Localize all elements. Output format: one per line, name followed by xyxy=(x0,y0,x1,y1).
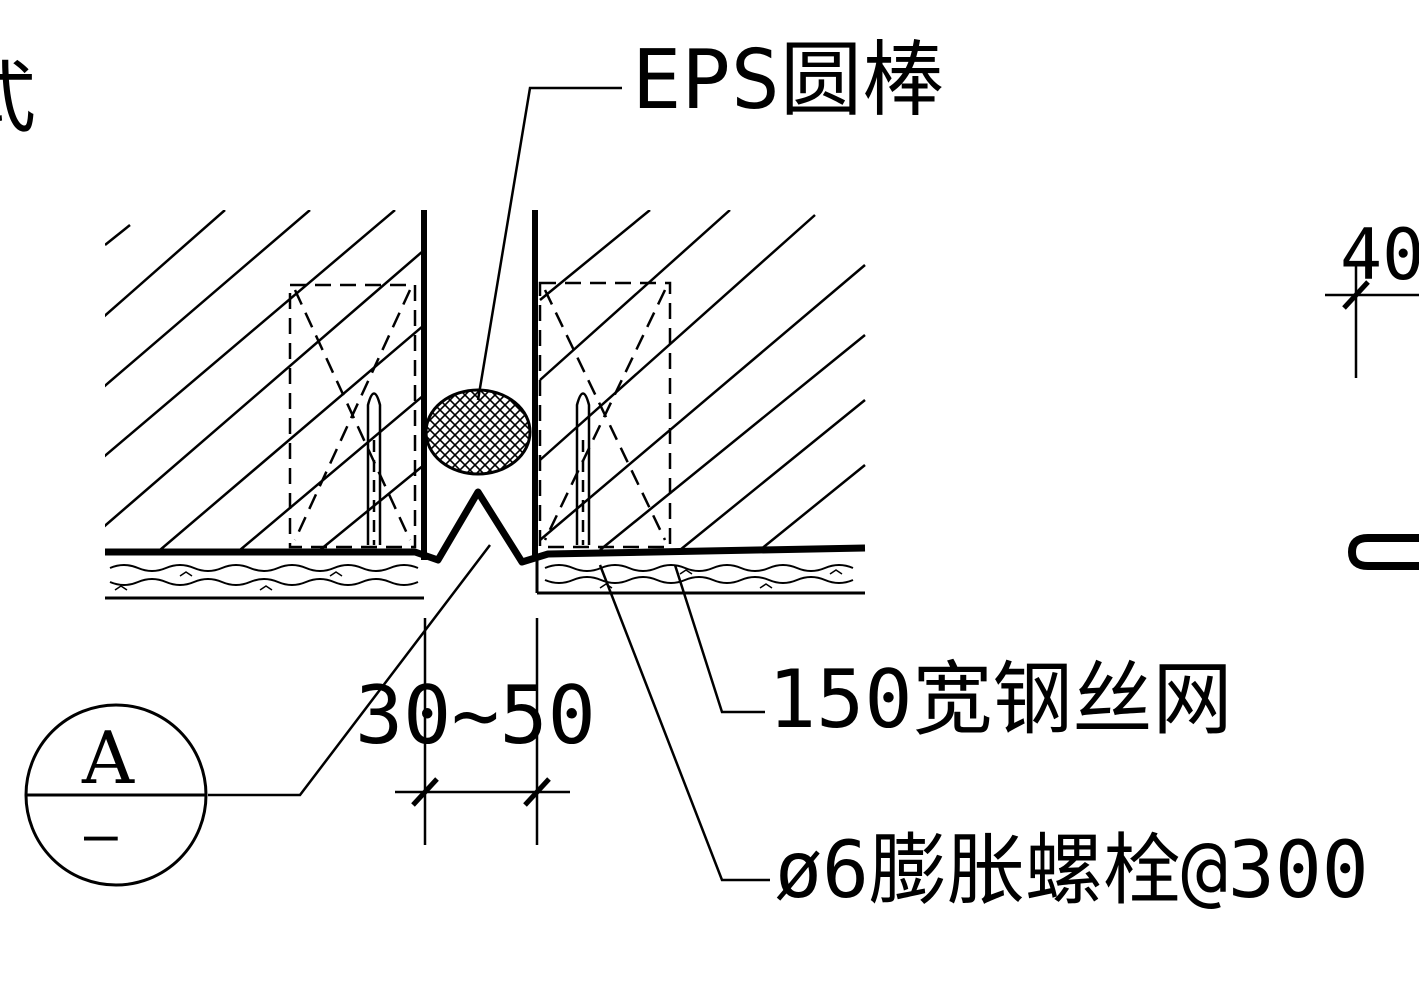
bolt-box-right xyxy=(538,281,672,549)
label-cut-char: 式 xyxy=(0,60,36,138)
section-marker-sub: — xyxy=(84,803,118,868)
wall-hatch-left xyxy=(105,210,423,550)
bolt-box-left xyxy=(288,283,417,549)
expansion-bolt-right xyxy=(575,392,591,545)
gap-dimension xyxy=(395,618,570,845)
eps-rod xyxy=(424,388,532,476)
partial-dimension-right xyxy=(1325,262,1419,378)
section-marker-letter: A xyxy=(82,716,134,800)
label-gap-dim: 30~50 xyxy=(355,669,596,762)
plaster-layer-left xyxy=(105,564,424,600)
plaster-layer-right xyxy=(535,560,865,595)
partial-hook-right xyxy=(1347,534,1419,570)
leader-eps-rod xyxy=(476,86,622,401)
leader-steel-mesh xyxy=(673,564,765,714)
label-steel-mesh: 150宽钢丝网 xyxy=(768,653,1233,746)
leader-section-mark xyxy=(208,544,491,797)
label-partial-dim: 40 xyxy=(1340,214,1419,296)
wall-hatch-right xyxy=(539,210,866,550)
steel-mesh-membrane xyxy=(105,488,866,566)
expansion-bolt-left xyxy=(366,392,382,545)
label-bolt: ø6膨胀螺栓@300 xyxy=(775,826,1369,916)
label-eps-rod: EPS圆棒 xyxy=(632,33,945,128)
leader-bolt xyxy=(598,564,770,882)
